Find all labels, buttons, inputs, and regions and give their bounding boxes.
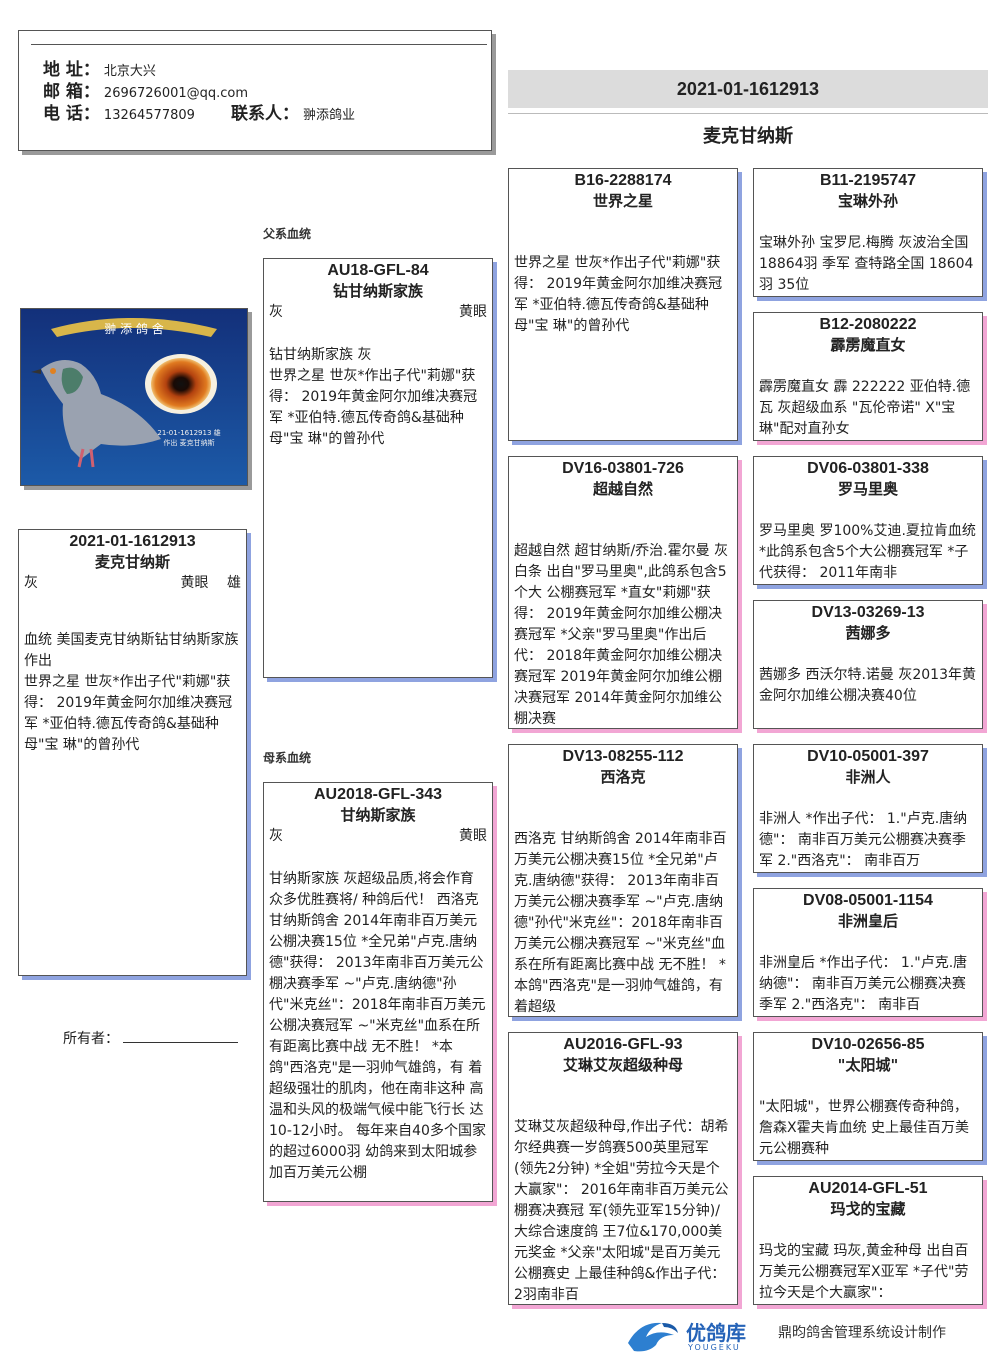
main-name: 麦克甘纳斯 (19, 552, 246, 572)
contact-label: 联系人： (231, 104, 299, 124)
grandparent-name: 超越自然 (509, 479, 737, 499)
ggp-name: 霹雳魔直女 (754, 335, 982, 355)
great-grandparent-card: AU2014-GFL-51 玛戈的宝藏 玛戈的宝藏 玛灰,黄金种母 出自百万美元… (753, 1176, 983, 1305)
contact-value: 翀添鸽业 (303, 108, 355, 123)
ggp-name: 非洲皇后 (754, 911, 982, 931)
ggp-ring: DV06-03801-338 (754, 459, 982, 479)
ggp-desc: 非洲人 *作出子代： 1."卢克.唐纳德"： 南非百万美元公棚赛决赛季军 2."… (754, 809, 982, 872)
phone-label: 电 话： (43, 104, 100, 124)
ggp-ring: B12-2080222 (754, 315, 982, 335)
grandparent-ring: DV13-08255-112 (509, 747, 737, 767)
owner-underline (123, 1042, 238, 1043)
ggp-ring: B11-2195747 (754, 171, 982, 191)
grandparent-card: AU2016-GFL-93 艾琳艾灰超级种母 艾琳艾灰超级种母,作出子代：胡希尔… (508, 1032, 738, 1305)
ggp-name: "太阳城" (754, 1055, 982, 1075)
ggp-ring: DV10-05001-397 (754, 747, 982, 767)
ggp-ring: DV10-02656-85 (754, 1035, 982, 1055)
footer-brand: 优鸽库 (686, 1317, 746, 1346)
sire-card: AU18-GFL-84 钻甘纳斯家族 灰 黄眼 钻甘纳斯家族 灰 世界之星 世灰… (263, 258, 493, 678)
grandparent-card: DV13-08255-112 西洛克 西洛克 甘纳斯鸽舍 2014年南非百万美元… (508, 744, 738, 1017)
sire-ring: AU18-GFL-84 (264, 261, 492, 281)
grandparent-ring: AU2016-GFL-93 (509, 1035, 737, 1055)
great-grandparent-card: DV06-03801-338 罗马里奥 罗马里奥 罗100%艾迪.夏拉肯血统 *… (753, 456, 983, 585)
pigeon-photo: 翀 添 鸽 舍 21-01-1612913 雄 作出 麦克甘纳斯 (20, 308, 248, 486)
phone-value: 13264577809 (104, 108, 195, 123)
great-grandparent-card: DV10-05001-397 非洲人 非洲人 *作出子代： 1."卢克.唐纳德"… (753, 744, 983, 873)
footer-brand-en: YOUGEKU (688, 1343, 741, 1352)
photo-banner: 翀 添 鸽 舍 (104, 321, 163, 336)
grandparent-desc: 西洛克 甘纳斯鸽舍 2014年南非百万美元公棚决赛15位 *全兄弟"卢克.唐纳德… (509, 829, 737, 1017)
sire-section-label: 父系血统 (263, 225, 311, 242)
dam-section-label: 母系血统 (263, 749, 311, 766)
ggp-desc: 玛戈的宝藏 玛灰,黄金种母 出自百万美元公棚赛冠军X亚军 *子代"劳拉今天是个大… (754, 1241, 982, 1304)
grandparent-name: 西洛克 (509, 767, 737, 787)
phone-line: 电 话： 13264577809 (43, 99, 195, 124)
grandparent-desc: 超越自然 超甘纳斯/乔治.霍尔曼 灰白条 出自"罗马里奥",此鸽系包含5个大 公… (509, 541, 737, 729)
dam-eye: 黄眼 (459, 825, 487, 847)
dam-ring: AU2018-GFL-343 (264, 785, 492, 805)
main-eye: 黄眼 (181, 575, 209, 591)
great-grandparent-card: DV13-03269-13 茜娜多 茜娜多 西沃尔特.诺曼 灰2013年黄金阿尔… (753, 600, 983, 729)
ggp-ring: AU2014-GFL-51 (754, 1179, 982, 1199)
footer-logo: 优鸽库 YOUGEKU (622, 1313, 772, 1357)
main-desc: 血统 美国麦克甘纳斯钻甘纳斯家族 作出 世界之星 世灰*作出子代"莉娜"获得： … (19, 630, 246, 756)
ggp-name: 非洲人 (754, 767, 982, 787)
owner-label: 所有者： (63, 1031, 119, 1047)
sire-eye: 黄眼 (459, 301, 487, 323)
grandparent-name: 世界之星 (509, 191, 737, 211)
sire-attrs: 灰 黄眼 (264, 301, 492, 323)
top-line (508, 113, 988, 114)
main-color: 灰 (24, 572, 38, 594)
main-pigeon-card: 2021-01-1612913 麦克甘纳斯 灰 黄眼 雄 血统 美国麦克甘纳斯钻… (18, 529, 247, 976)
ggp-name: 罗马里奥 (754, 479, 982, 499)
grandparent-ring: B16-2288174 (509, 171, 737, 191)
main-attrs: 灰 黄眼 雄 (19, 572, 246, 594)
top-ring-bar: 2021-01-1612913 (508, 70, 988, 108)
grandparent-name: 艾琳艾灰超级种母 (509, 1055, 737, 1075)
ggp-ring: DV13-03269-13 (754, 603, 982, 623)
dam-color: 灰 (269, 825, 283, 847)
ggp-desc: 罗马里奥 罗100%艾迪.夏拉肯血统 *此鸽系包含5个大公棚赛冠军 *子代获得：… (754, 521, 982, 584)
contact-info-box: 地 址：北京大兴 邮 箱：2696726001@qq.com 电 话：13264… (18, 30, 492, 151)
great-grandparent-card: DV10-02656-85 "太阳城" "太阳城"，世界公棚赛传奇种鸽，詹森X霍… (753, 1032, 983, 1161)
ggp-ring: DV08-05001-1154 (754, 891, 982, 911)
grandparent-card: B16-2288174 世界之星 世界之星 世灰*作出子代"莉娜"获得： 201… (508, 168, 738, 441)
sire-color: 灰 (269, 301, 283, 323)
dam-desc: 甘纳斯家族 灰超级品质,将会作育众多优胜赛将/ 种鸽后代！ 西洛克 甘纳斯鸽舍 … (264, 869, 492, 1184)
divider (31, 44, 487, 45)
top-pigeon-name: 麦克甘纳斯 (508, 122, 988, 148)
sire-desc: 钻甘纳斯家族 灰 世界之星 世灰*作出子代"莉娜"获得： 2019年黄金阿尔加维… (264, 345, 492, 450)
sire-name: 钻甘纳斯家族 (264, 281, 492, 301)
grandparent-desc: 艾琳艾灰超级种母,作出子代：胡希尔经典赛一岁鸽赛500英里冠军 (领先2分钟) … (509, 1117, 737, 1305)
ggp-desc: 非洲皇后 *作出子代： 1."卢克.唐纳德"： 南非百万美元公棚赛决赛季军 2.… (754, 953, 982, 1016)
ggp-desc: 霹雳魔直女 霹 222222 亚伯特.德瓦 灰超级血系 "瓦伦帝诺" X"宝琳"… (754, 377, 982, 440)
grandparent-desc: 世界之星 世灰*作出子代"莉娜"获得： 2019年黄金阿尔加维决赛冠军 *亚伯特… (509, 253, 737, 337)
ggp-desc: 茜娜多 西沃尔特.诺曼 灰2013年黄金阿尔加维公棚决赛40位 (754, 665, 982, 707)
ggp-desc: 宝琳外孙 宝罗尼.梅腾 灰波治全国 18864羽 季军 查特路全国 18604羽… (754, 233, 982, 296)
footer-credit: 鼎昀鸽舍管理系统设计制作 (778, 1322, 946, 1342)
contact-line: 联系人： 翀添鸽业 (231, 99, 355, 124)
dam-name: 甘纳斯家族 (264, 805, 492, 825)
svg-text:21-01-1612913 雄: 21-01-1612913 雄 (157, 428, 220, 437)
dam-attrs: 灰 黄眼 (264, 825, 492, 847)
owner-field: 所有者： (63, 1028, 238, 1048)
dam-card: AU2018-GFL-343 甘纳斯家族 灰 黄眼 甘纳斯家族 灰超级品质,将会… (263, 782, 493, 1202)
pigeon-image: 翀 添 鸽 舍 21-01-1612913 雄 作出 麦克甘纳斯 (21, 309, 247, 485)
svg-text:作出 麦克甘纳斯: 作出 麦克甘纳斯 (163, 438, 214, 447)
grandparent-card: DV16-03801-726 超越自然 超越自然 超甘纳斯/乔治.霍尔曼 灰白条… (508, 456, 738, 729)
ggp-name: 宝琳外孙 (754, 191, 982, 211)
yougeku-logo-icon (622, 1313, 682, 1357)
great-grandparent-card: B11-2195747 宝琳外孙 宝琳外孙 宝罗尼.梅腾 灰波治全国 18864… (753, 168, 983, 297)
grandparent-ring: DV16-03801-726 (509, 459, 737, 479)
main-ring: 2021-01-1612913 (19, 532, 246, 552)
main-sex: 雄 (227, 575, 241, 591)
ggp-name: 茜娜多 (754, 623, 982, 643)
great-grandparent-card: DV08-05001-1154 非洲皇后 非洲皇后 *作出子代： 1."卢克.唐… (753, 888, 983, 1017)
ggp-name: 玛戈的宝藏 (754, 1199, 982, 1219)
great-grandparent-card: B12-2080222 霹雳魔直女 霹雳魔直女 霹 222222 亚伯特.德瓦 … (753, 312, 983, 441)
ggp-desc: "太阳城"，世界公棚赛传奇种鸽，詹森X霍夫肯血统 史上最佳百万美元公棚赛种 (754, 1097, 982, 1160)
